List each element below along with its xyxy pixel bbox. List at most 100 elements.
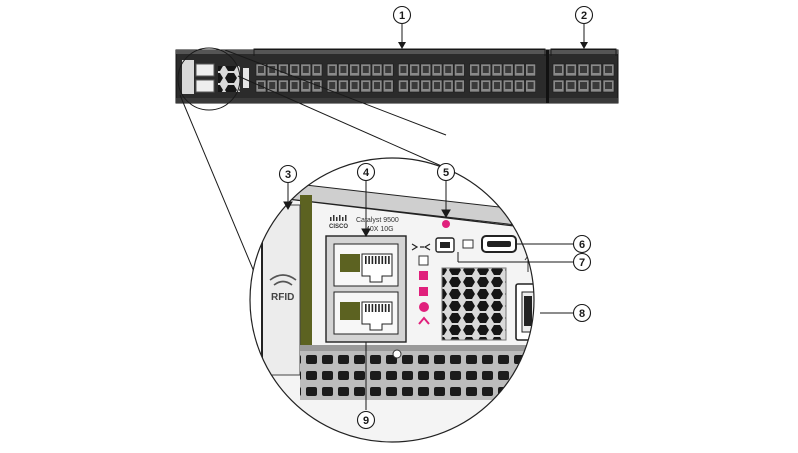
rj45-pin [381,304,384,312]
callout-circle [572,303,592,323]
chassis-port-slot [258,82,264,89]
chassis-port-slot [482,82,489,89]
chassis-port-slot [567,82,575,89]
chassis-port-slot [505,66,512,73]
callout-number: 5 [443,167,449,179]
chassis-port-slot [516,66,523,73]
callout-circle [572,234,592,254]
callout-number: 2 [581,10,587,22]
callout-circle [436,162,456,182]
chassis-port-slot [400,66,407,73]
callout-number: 8 [579,308,585,320]
chassis-mgmt-block [182,60,249,94]
callout-number: 6 [579,239,585,251]
callout-circle [572,252,592,272]
magenta-led [442,220,450,228]
chassis-port-slot [329,66,336,73]
rj45-pin [365,256,367,264]
callout-number: 4 [363,167,370,179]
chassis-port-slot [269,66,276,73]
chassis-port-slot [411,82,418,89]
rj45-pin [378,304,380,312]
chassis-port-slot [456,82,463,89]
callout-6: 6 [572,234,592,254]
chassis-port-slot [280,66,287,73]
chassis-port-slot [555,66,562,73]
brand-logo: CISCO [329,224,348,230]
callout-number: 3 [285,169,291,181]
chassis-port-slot [258,66,264,73]
vent-band [300,350,534,400]
callout-1: 1 [392,5,412,25]
chassis-port-slot [374,82,380,89]
chassis-port-slot [302,82,309,89]
chassis-port-slot [291,82,298,89]
leader-2-arrow [580,42,588,49]
rj45-pin [388,304,390,312]
model-line2: 40X 10G [366,226,394,233]
rj45-ports [325,235,407,343]
callout-8: 8 [572,303,592,323]
bracket-main-ports [253,48,546,56]
chassis-port-slot [580,82,587,89]
chassis-port-slot [434,82,440,89]
chassis-port-slot [456,66,463,73]
mgmt-port-icon [462,239,474,249]
chassis-port-slot [445,82,452,89]
zoom-line-right [237,75,447,169]
callout-circle [574,5,594,25]
leader-1-arrow [398,42,406,49]
chassis-port-slot [434,66,440,73]
chassis-port-slot [314,66,320,73]
chassis-port-slot [592,82,600,89]
callout-circle [356,162,376,182]
chassis-port-slot [592,66,600,73]
chassis-port-slot [411,66,418,73]
chassis-port-slot [471,66,478,73]
rj45-pin [368,304,370,312]
chassis-port-slot [400,82,407,89]
zoom-source-circle [177,47,241,111]
rj45-pin [378,256,380,264]
chassis-port-slot [374,66,380,73]
chassis-port-slot [329,82,336,89]
chassis-port-slot [291,66,298,73]
callout-3: 3 [278,164,298,184]
chassis-port-slot [445,66,452,73]
callout-5: 5 [436,162,456,182]
chassis-port-slot [567,66,575,73]
rj45-pin [388,256,390,264]
chassis-port-slot [482,66,489,73]
chassis-port-slot [362,66,369,73]
chassis-port-slot [340,82,347,89]
callout-9: 9 [356,410,376,430]
chassis-port-slot [527,66,534,73]
chassis-port-slot [269,82,276,89]
console-arrow-icon [411,243,431,251]
chassis-port-slot [362,82,369,89]
chassis-port-slot [385,66,392,73]
magnified-view [249,157,535,443]
status-led-icons [418,255,430,325]
rj45-pin [384,304,387,312]
chassis-port-slot [351,66,358,73]
chassis-port-slot [302,66,309,73]
hex-grille [441,267,507,341]
ground-screw [392,349,402,359]
callout-number: 9 [363,415,369,427]
chassis-port-slot [605,82,612,89]
chassis-port-slot [340,66,347,73]
callout-number: 1 [399,10,405,22]
callout-leaders [283,181,573,410]
switch-chassis [175,49,619,104]
chassis-port-slot [494,82,500,89]
callout-2: 2 [574,5,594,25]
chassis-port-bank-uplink [552,63,615,93]
chassis-port-slot [505,82,512,89]
chassis-port-slot [605,66,612,73]
brand-logo-bars [330,215,347,221]
chassis-port-slot [555,82,562,89]
rj45-pin [365,304,367,312]
